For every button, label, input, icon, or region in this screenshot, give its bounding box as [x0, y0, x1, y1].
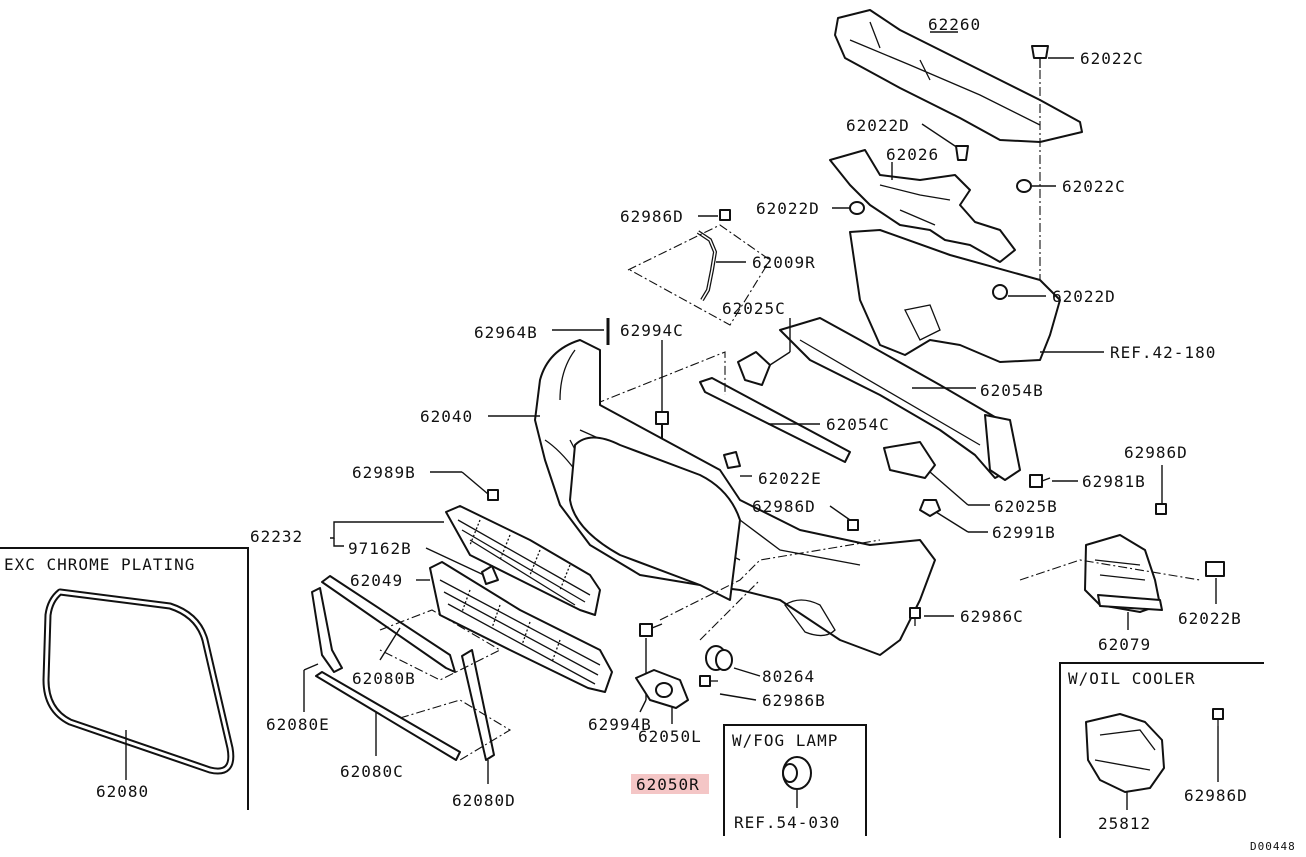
inset-oil-cooler: W/OIL COOLER 25812 62986D	[1059, 662, 1264, 838]
bolt-62986D-oil	[1212, 708, 1224, 726]
label-62991B: 62991B	[992, 523, 1056, 542]
bracket-62079	[1084, 534, 1163, 613]
inset-exc-chrome: EXC CHROME PLATING 62080	[0, 547, 249, 810]
bolt-62981B	[1029, 474, 1051, 488]
inset-fog-lamp-title: W/FOG LAMP	[732, 731, 838, 750]
label-62080B: 62080B	[352, 669, 416, 688]
moulding-62080E	[311, 587, 343, 673]
label-62022D-3: 62022D	[1052, 287, 1116, 306]
label-62994B: 62994B	[588, 715, 652, 734]
reinforcement-ref42	[849, 229, 1061, 363]
clip-62022B	[1205, 561, 1225, 577]
label-62009R: 62009R	[752, 253, 816, 272]
absorber-62025B	[883, 441, 936, 479]
lower-grille-62049	[429, 561, 613, 693]
label-62964B: 62964B	[474, 323, 538, 342]
clip-62022C-top	[1031, 45, 1049, 68]
label-62986D-1: 62986D	[620, 207, 684, 226]
bolt-62986C	[909, 607, 921, 626]
inset-oil-cooler-title: W/OIL COOLER	[1068, 669, 1196, 688]
label-62986B: 62986B	[762, 691, 826, 710]
moulding-62080C	[315, 671, 461, 761]
screw-62986B	[699, 675, 718, 687]
label-62080E: 62080E	[266, 715, 330, 734]
bumper-fascia-62040	[534, 339, 936, 656]
label-62049: 62049	[350, 571, 403, 590]
label-62989B: 62989B	[352, 463, 416, 482]
moulding-62080B	[321, 575, 456, 673]
label-62022B: 62022B	[1178, 609, 1242, 628]
bumper-beam-62054B	[779, 317, 1021, 481]
wire-harness-62009R	[696, 230, 718, 302]
inset-fog-lamp: W/FOG LAMP REF.54-030	[723, 724, 867, 836]
label-62994C: 62994C	[620, 321, 684, 340]
bolt-62986D-1	[719, 209, 731, 221]
fog-lamp-part	[782, 756, 812, 790]
label-62025C: 62025C	[722, 299, 786, 318]
label-62232: 62232	[250, 527, 303, 546]
oil-cooler-bracket-25812	[1085, 713, 1165, 793]
bolt-62986D-2	[847, 519, 859, 531]
bolt-62986D-3	[1155, 503, 1167, 515]
inset-exc-chrome-title: EXC CHROME PLATING	[4, 555, 195, 574]
fog-bezel-62050	[635, 669, 689, 709]
clip-62022D-middle	[849, 201, 865, 215]
label-62079: 62079	[1098, 635, 1151, 654]
nut-62991B	[919, 499, 941, 517]
label-ref-54-030: REF.54-030	[734, 813, 840, 832]
clip-62022E	[723, 451, 741, 469]
label-80264: 80264	[762, 667, 815, 686]
label-62054C: 62054C	[826, 415, 890, 434]
label-62025B: 62025B	[994, 497, 1058, 516]
upper-grille-62232	[445, 505, 601, 616]
label-62022C-1: 62022C	[1080, 49, 1144, 68]
screw-62994C	[655, 411, 669, 440]
label-62054B: 62054B	[980, 381, 1044, 400]
label-62022D-2: 62022D	[756, 199, 820, 218]
absorber-62025C	[737, 351, 771, 386]
label-62022D-1: 62022D	[846, 116, 910, 135]
fog-lamp-80264	[705, 645, 733, 671]
emblem-97162B	[481, 565, 499, 585]
label-25812: 25812	[1098, 814, 1151, 833]
label-62022C-2: 62022C	[1062, 177, 1126, 196]
label-62986D-4: 62986D	[1184, 786, 1248, 805]
label-62986D-3: 62986D	[1124, 443, 1188, 462]
label-62050L: 62050L	[638, 727, 702, 746]
drawing-code: D00448	[1250, 840, 1296, 853]
label-62260: 62260	[928, 15, 981, 34]
label-62981B: 62981B	[1082, 472, 1146, 491]
label-62026: 62026	[886, 145, 939, 164]
moulding-62080D	[461, 649, 495, 761]
label-62040: 62040	[420, 407, 473, 426]
clip-62022C-right	[1016, 179, 1032, 193]
label-62986D-2: 62986D	[752, 497, 816, 516]
bracket-62054C	[699, 377, 851, 463]
screw-62994B	[639, 623, 663, 637]
label-62986C: 62986C	[960, 607, 1024, 626]
label-62022E: 62022E	[758, 469, 822, 488]
bracket-62026	[829, 149, 1016, 263]
label-97162B: 97162B	[348, 539, 412, 558]
label-62050R: 62050R	[636, 775, 700, 794]
upper-cover-62260: 62260	[834, 9, 1083, 143]
label-62080D: 62080D	[452, 791, 516, 810]
label-62080C: 62080C	[340, 762, 404, 781]
label-62080: 62080	[96, 782, 149, 801]
clip-62022D-upper	[955, 145, 969, 161]
highlight-62050R	[631, 774, 709, 794]
clip-62022D-lower	[992, 284, 1008, 300]
label-ref-42-180: REF.42-180	[1110, 343, 1216, 362]
clip-62989B	[487, 489, 499, 501]
